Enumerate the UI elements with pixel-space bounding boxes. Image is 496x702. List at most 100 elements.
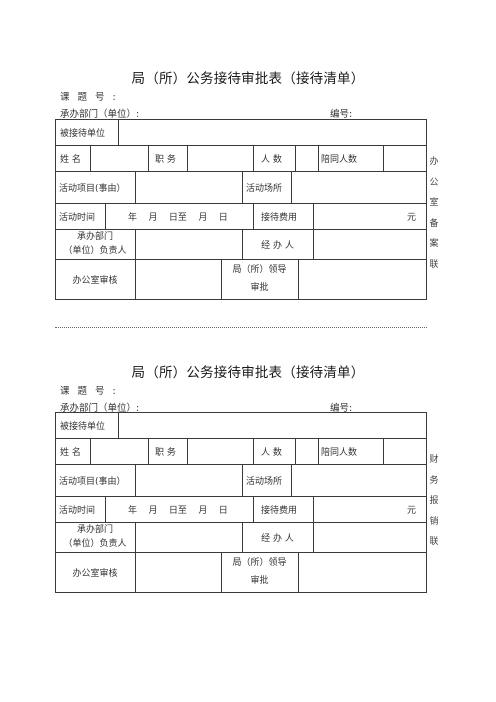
column-divider <box>118 119 119 145</box>
activity-time-label: 活动时间 <box>59 212 96 223</box>
column-divider <box>118 412 119 438</box>
approval-form-finance-copy: 局（所）公务接待审批表（接待清单） 课题号: 承办部门（单位）: 编号: 被接待 <box>0 294 496 593</box>
column-divider <box>187 145 188 171</box>
column-divider <box>383 438 384 464</box>
headcount-label: 人 数 <box>261 154 282 165</box>
column-divider <box>313 496 314 522</box>
side-note-char: 联 <box>429 259 439 270</box>
column-divider <box>242 522 243 552</box>
approval-table: 被接待单位 姓 名 职 务 人 数 陪同人数 活动项目(事由） 活动场所 活动时… <box>55 412 427 593</box>
column-divider <box>135 259 136 299</box>
row-divider <box>55 259 427 260</box>
row-divider <box>55 203 427 204</box>
table-border <box>55 119 56 300</box>
column-divider <box>135 171 136 203</box>
side-note-char: 备 <box>429 218 439 229</box>
column-divider <box>291 464 292 496</box>
column-divider <box>295 145 296 171</box>
headcount-label: 人 数 <box>261 447 282 458</box>
row-divider <box>55 171 427 172</box>
leader-approval-line1: 局（所）领导 <box>232 265 287 275</box>
department-head-line1: 承办部门 <box>76 232 113 242</box>
side-note-char: 销 <box>429 516 439 527</box>
companions-label: 陪同人数 <box>321 154 358 165</box>
column-divider <box>313 203 314 229</box>
column-divider <box>253 438 254 464</box>
side-note-char: 联 <box>429 537 439 547</box>
table-border <box>426 119 427 300</box>
leader-approval-label: 局（所）领导 审批 <box>221 552 298 592</box>
row-divider <box>55 496 427 497</box>
column-divider <box>148 438 149 464</box>
department-head-line2: （单位）负责人 <box>63 539 127 549</box>
form-title: 局（所）公务接待审批表（接待清单） <box>131 71 365 87</box>
side-note-char: 公 <box>429 177 439 188</box>
table-border <box>55 299 427 300</box>
subject-number-label: 课题号: <box>60 92 124 103</box>
row-divider <box>55 464 427 465</box>
leader-approval-line2: 审批 <box>250 283 269 293</box>
venue-label: 活动场所 <box>246 183 283 194</box>
row-divider <box>55 145 427 146</box>
serial-number-label: 编号: <box>330 109 353 120</box>
row-divider <box>55 438 427 439</box>
column-divider <box>148 145 149 171</box>
office-review-label: 办公室审核 <box>72 568 118 579</box>
column-divider <box>253 496 254 522</box>
approval-table: 被接待单位 姓 名 职 务 人 数 陪同人数 活动项目(事由） 活动场所 活动时… <box>55 119 427 300</box>
column-divider <box>318 145 319 171</box>
column-divider <box>313 522 314 552</box>
column-divider <box>90 145 91 171</box>
column-divider <box>135 522 136 552</box>
side-note-char: 报 <box>429 496 439 506</box>
position-label: 职 务 <box>155 447 176 458</box>
side-note-char: 办 <box>429 157 439 167</box>
finance-reimbursement-copy-note: 财 务 报 销 联 <box>429 450 439 553</box>
column-divider <box>242 171 243 203</box>
host-unit-label: 被接待单位 <box>60 421 106 432</box>
reception-fee-label: 接待费用 <box>261 212 298 223</box>
activity-time-label: 活动时间 <box>59 505 96 516</box>
department-head-line2: （单位）负责人 <box>63 246 127 256</box>
table-border <box>55 412 56 593</box>
host-department-label: 承办部门（单位）: <box>60 403 140 414</box>
department-head-label: 承办部门 （单位）负责人 <box>55 522 135 552</box>
column-divider <box>105 203 106 229</box>
side-note-char: 财 <box>429 455 439 465</box>
column-divider <box>90 438 91 464</box>
activity-label: 活动项目(事由） <box>59 476 126 487</box>
column-divider <box>105 496 106 522</box>
column-divider <box>221 552 222 592</box>
position-label: 职 务 <box>155 154 176 165</box>
handler-label: 经 办 人 <box>261 533 294 544</box>
approval-form-office-copy: 局（所）公务接待审批表（接待清单） 课题号: 承办部门（单位）: 编号: <box>0 0 496 300</box>
date-range-text: 年 月 日至 月 日 <box>128 212 228 223</box>
host-department-label: 承办部门（单位）: <box>60 109 140 120</box>
column-divider <box>298 552 299 592</box>
department-head-line1: 承办部门 <box>76 525 113 535</box>
column-divider <box>318 438 319 464</box>
name-label: 姓 名 <box>60 154 81 165</box>
side-note-char: 务 <box>429 475 439 486</box>
office-filing-copy-note: 办 公 室 备 案 联 <box>429 152 439 275</box>
yuan-unit: 元 <box>407 505 417 516</box>
serial-number-label: 编号: <box>330 403 353 414</box>
table-border <box>55 119 427 120</box>
leader-approval-line1: 局（所）领导 <box>232 558 287 568</box>
subject-number-label: 课题号: <box>60 386 124 397</box>
leader-approval-line2: 审批 <box>250 576 269 586</box>
column-divider <box>135 464 136 496</box>
activity-label: 活动项目(事由） <box>59 183 126 194</box>
table-border <box>55 412 427 413</box>
department-head-label: 承办部门 （单位）负责人 <box>55 229 135 259</box>
form-title: 局（所）公务接待审批表（接待清单） <box>131 365 365 381</box>
yuan-unit: 元 <box>407 212 417 223</box>
venue-label: 活动场所 <box>246 476 283 487</box>
column-divider <box>135 229 136 259</box>
column-divider <box>221 259 222 299</box>
leader-approval-label: 局（所）领导 审批 <box>221 259 298 299</box>
reception-fee-label: 接待费用 <box>261 505 298 516</box>
side-note-char: 案 <box>429 239 439 249</box>
column-divider <box>295 438 296 464</box>
column-divider <box>135 552 136 592</box>
